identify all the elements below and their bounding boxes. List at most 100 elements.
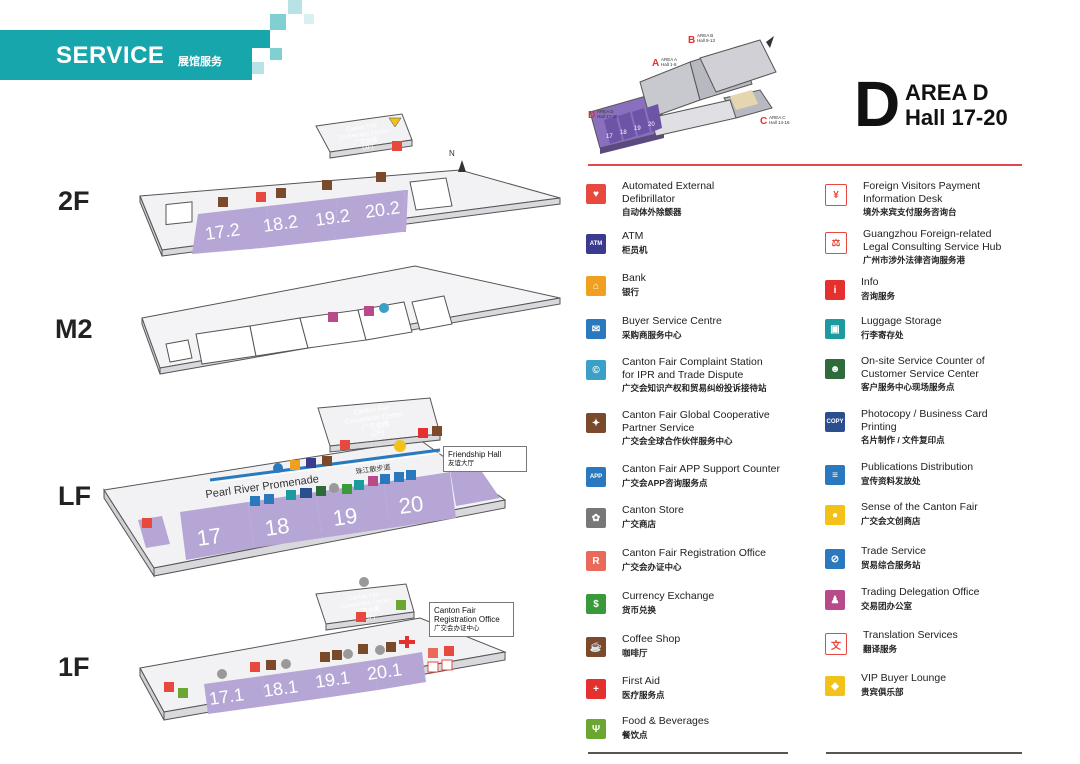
- coffee-icon[interactable]: [266, 660, 276, 670]
- decor-square: [288, 0, 302, 14]
- area-title-line2: Hall 17-20: [905, 105, 1008, 130]
- coffee-icon[interactable]: [376, 172, 386, 182]
- app-support-icon[interactable]: [264, 494, 274, 504]
- header-band: [0, 30, 252, 80]
- legend-item: ¥Foreign Visitors Payment Information De…: [825, 180, 980, 219]
- canton-store-icon[interactable]: [375, 645, 385, 655]
- coffee-icon[interactable]: [386, 642, 396, 652]
- delegation-office-icon[interactable]: [328, 312, 338, 322]
- floor-lf-plan: [103, 397, 507, 578]
- legend-label-zh: 广州市涉外法律咨询服务港: [863, 255, 966, 265]
- svg-text:Canton Fair: Canton Fair: [348, 592, 380, 602]
- vip-lounge-icon[interactable]: [388, 117, 402, 128]
- luggage-icon[interactable]: [286, 490, 296, 500]
- ipr-complaint-icon[interactable]: [379, 303, 389, 313]
- svg-text:AREA B: AREA B: [697, 33, 713, 38]
- defibrillator-icon[interactable]: [340, 440, 350, 450]
- legal-hub-icon: ⚖: [825, 232, 847, 254]
- defibrillator-icon[interactable]: [164, 682, 174, 692]
- legend-label-en: Photocopy / Business Card Printing: [861, 408, 988, 433]
- food-icon[interactable]: [178, 688, 188, 698]
- payment-desk-icon[interactable]: [441, 659, 453, 671]
- trade-service-icon[interactable]: [273, 463, 283, 473]
- north-arrow-2f: N: [449, 149, 466, 172]
- legend-label-en: Trading Delegation Office: [861, 586, 980, 598]
- svg-text:(2F): (2F): [371, 429, 385, 438]
- canton-store-icon[interactable]: [359, 577, 369, 587]
- canton-store-icon[interactable]: [329, 483, 339, 493]
- registration-icon[interactable]: [428, 648, 438, 658]
- defibrillator-icon[interactable]: [356, 612, 366, 622]
- translation-icon[interactable]: [427, 661, 439, 673]
- defibrillator-icon[interactable]: [256, 192, 266, 202]
- svg-text:D: D: [588, 110, 595, 121]
- sense-canton-icon[interactable]: [394, 440, 406, 452]
- buyer-service-icon[interactable]: [394, 472, 404, 482]
- food-icon[interactable]: [396, 600, 406, 610]
- bank-icon[interactable]: [290, 460, 300, 470]
- customer-service-icon[interactable]: [316, 486, 326, 496]
- currency-exchange-icon[interactable]: [342, 484, 352, 494]
- partner-service-icon: ✦: [586, 413, 606, 433]
- hall-label-19-1: 19.1: [314, 667, 351, 692]
- page-subtitle: 展馆服务: [178, 56, 222, 68]
- defibrillator-icon[interactable]: [142, 518, 152, 528]
- mini-map-area-c: C AREA C Hall 14-16: [760, 115, 790, 127]
- app-support-icon[interactable]: [380, 474, 390, 484]
- first-aid-icon: +: [586, 679, 606, 699]
- defibrillator-icon[interactable]: [392, 141, 402, 151]
- legend-label: Foreign Visitors Payment Information Des…: [863, 180, 980, 219]
- legend-label-zh: 医疗服务点: [622, 689, 665, 700]
- canton-store-icon[interactable]: [217, 669, 227, 679]
- floor-label-lf: LF: [58, 481, 91, 511]
- legend-label-en: Canton Fair Complaint Station for IPR an…: [622, 356, 763, 381]
- decor-square: [304, 14, 314, 24]
- svg-text:17: 17: [606, 134, 613, 140]
- convention-label-1f: Canton Fair Convention Center 广交会展 (1F): [341, 592, 391, 622]
- photocopy-icon[interactable]: [300, 488, 312, 498]
- delegation-office-icon[interactable]: [364, 306, 374, 316]
- coffee-icon[interactable]: [218, 197, 228, 207]
- svg-text:Hall 9-13: Hall 9-13: [697, 38, 716, 43]
- decor-square: [270, 14, 286, 30]
- coffee-icon[interactable]: [276, 188, 286, 198]
- hall-label-18-2: 18.2: [262, 211, 299, 236]
- publications-icon[interactable]: [406, 470, 416, 480]
- luggage-icon: ▣: [825, 319, 845, 339]
- ipr-complaint-icon: ©: [586, 360, 606, 380]
- legend-label-en: Automated External Defibrillator: [622, 180, 715, 205]
- publications-icon: ≡: [825, 465, 845, 485]
- legend-label-zh: 贸易综合服务站: [861, 559, 921, 570]
- first-aid-icon[interactable]: [399, 636, 415, 648]
- atm-icon[interactable]: [306, 458, 316, 468]
- canton-store-icon[interactable]: [343, 649, 353, 659]
- defibrillator-icon[interactable]: [250, 662, 260, 672]
- legend-label-en: Buyer Service Centre: [622, 315, 722, 327]
- coffee-icon[interactable]: [322, 456, 332, 466]
- delegation-office-icon[interactable]: [368, 476, 378, 486]
- info-icon[interactable]: [418, 428, 428, 438]
- coffee-icon[interactable]: [332, 650, 342, 660]
- legend-label-en: Bank: [622, 272, 646, 284]
- registration-office-callout: Canton Fair Registration Office 广交会办证中心: [429, 602, 514, 637]
- coffee-icon[interactable]: [358, 644, 368, 654]
- coffee-icon[interactable]: [322, 180, 332, 190]
- floor-label-2f: 2F: [58, 186, 90, 216]
- hall-label-19-2: 19.2: [314, 205, 351, 230]
- coffee-icon[interactable]: [320, 652, 330, 662]
- buyer-service-icon[interactable]: [250, 496, 260, 506]
- luggage-icon[interactable]: [354, 480, 364, 490]
- coffee-icon[interactable]: [432, 426, 442, 436]
- canton-store-icon[interactable]: [281, 659, 291, 669]
- defibrillator-icon[interactable]: [444, 646, 454, 656]
